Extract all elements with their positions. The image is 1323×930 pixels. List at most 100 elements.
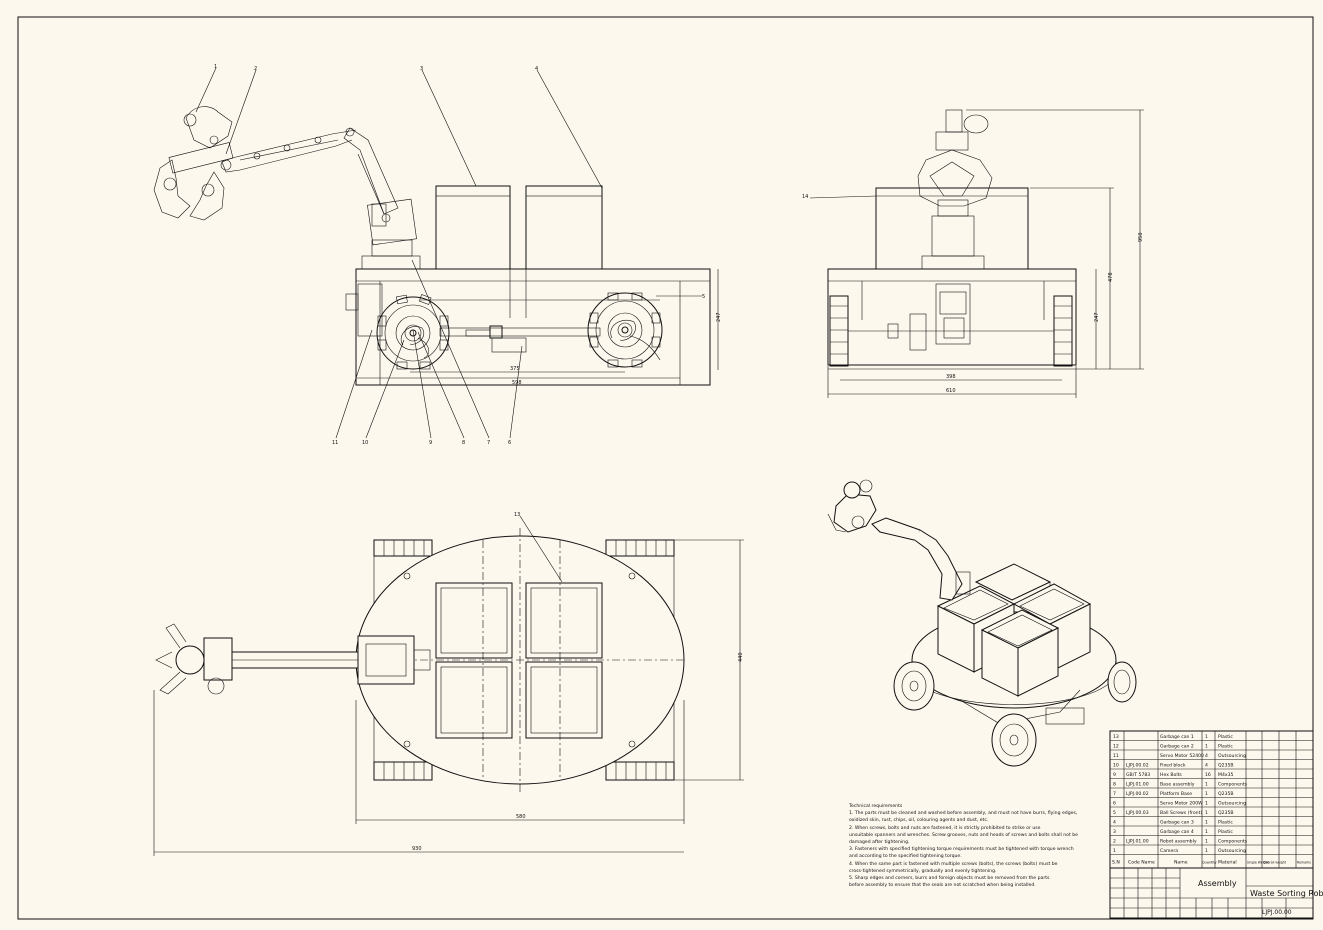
bom-cell-code: LJPJ.01.00 <box>1126 781 1149 787</box>
svg-text:398: 398 <box>946 374 956 380</box>
title-product-name: Waste Sorting Robot <box>1250 889 1323 898</box>
callout-11: 11 <box>332 440 338 446</box>
note-line: 5. Sharp edges and corners, burrs and fo… <box>849 876 1050 882</box>
bom-header-code: Code Name <box>1128 860 1155 866</box>
bom-cell-no: 8 <box>1113 781 1116 787</box>
bom-cell-code: LJPJ.00.03 <box>1126 810 1149 816</box>
bom-header-name: Name <box>1174 860 1188 866</box>
note-line: 3. Fasteners with specified tightening t… <box>849 847 1074 853</box>
callout-9: 9 <box>429 440 432 446</box>
bom-cell-qty: 1 <box>1205 829 1208 835</box>
callout-2: 2 <box>254 66 257 72</box>
callout-13: 13 <box>514 512 520 518</box>
bom-cell-no: 7 <box>1113 791 1116 797</box>
notes-heading: Technical requirements <box>849 804 903 809</box>
sheet-frame <box>17 16 1314 920</box>
bom-cell-code: LJPJ.01.00 <box>1126 838 1149 844</box>
bom-cell-qty: 1 <box>1205 838 1208 844</box>
side-view: 950 478 247 398 610 14 <box>802 109 1144 398</box>
callout-14: 14 <box>802 194 808 200</box>
front-view: 375 598 247 1 2 3 4 5 6 7 8 9 10 11 <box>153 64 722 446</box>
bom-cell-qty: 1 <box>1205 800 1208 806</box>
bom-header-single-weight: Single Weight <box>1247 861 1270 865</box>
bom-cell-no: 13 <box>1113 734 1119 740</box>
bom-cell-no: 6 <box>1113 800 1116 806</box>
bom-cell-mat: Q235B <box>1218 810 1234 816</box>
bom-cell-name: Base assembly <box>1160 781 1195 787</box>
callout-3: 3 <box>420 66 423 72</box>
svg-text:930: 930 <box>412 846 422 852</box>
bom-cell-name: Garbage can 3 <box>1160 819 1194 825</box>
bom-cell-mat: Q235B <box>1218 791 1234 797</box>
bom-cell-no: 3 <box>1113 829 1116 835</box>
title-block: Assembly Waste Sorting Robot LJPJ.00.00 <box>1109 867 1323 919</box>
note-line: cross-tightened symmetrically, gradually… <box>849 868 997 874</box>
bom-cell-no: 5 <box>1113 810 1116 816</box>
bom-cell-qty: 1 <box>1205 781 1208 787</box>
bom-cell-code: LJPJ.00.02 <box>1126 791 1149 797</box>
bom-cell-mat: Outsourcing <box>1218 800 1246 806</box>
bom-cell-mat: Plastic <box>1218 819 1233 825</box>
bom-cell-name: Hex Bolts <box>1160 772 1182 778</box>
bom-cell-mat: Outsourcing <box>1218 848 1246 854</box>
bom-cell-qty: 4 <box>1205 762 1208 768</box>
bom-cell-mat: Components <box>1218 838 1248 844</box>
svg-text:478: 478 <box>1108 272 1114 282</box>
note-line: before assembly to ensure that the seals… <box>849 883 1036 889</box>
bom-cell-no: 9 <box>1113 772 1116 778</box>
bom-cell-mat: Plastic <box>1218 829 1233 835</box>
note-line: 1. The parts must be cleaned and washed … <box>849 811 1078 817</box>
svg-text:580: 580 <box>516 814 526 820</box>
bom-cell-name: Platform Base <box>1160 791 1192 797</box>
bom-cell-no: 4 <box>1113 819 1116 825</box>
note-line: and according to the specified tightenin… <box>849 854 962 860</box>
bom-cell-name: Robot assembly <box>1160 838 1197 844</box>
bom-cell-mat: Outsourcing <box>1218 753 1246 759</box>
note-line: damaged after tightening. <box>849 840 910 846</box>
bom-cell-qty: 1 <box>1205 734 1208 740</box>
bom-cell-qty: 16 <box>1205 772 1211 778</box>
bom-cell-qty: 1 <box>1205 791 1208 797</box>
bom-header-remarks: Remarks <box>1297 861 1311 865</box>
callout-6: 6 <box>508 440 511 446</box>
svg-text:598: 598 <box>512 380 522 386</box>
bom-cell-qty: 4 <box>1205 753 1208 759</box>
bom-cell-name: Garbage can 2 <box>1160 743 1194 749</box>
bom-cell-qty: 1 <box>1205 848 1208 854</box>
callout-7: 7 <box>487 440 490 446</box>
bom-cell-name: Fixed block <box>1160 762 1186 768</box>
bom-header-qty: Quantity <box>1202 861 1217 865</box>
bom-cell-qty: 1 <box>1205 743 1208 749</box>
top-view: 580 930 440 13 <box>153 512 744 856</box>
isometric-view <box>827 479 1137 767</box>
bom-cell-code: GB/T 5783 <box>1126 772 1150 778</box>
bom-cell-name: Ball Screws (front) <box>1160 810 1202 816</box>
bom-cell-mat: Plastic <box>1218 734 1233 740</box>
bom-header-total-weight: Overall weight <box>1263 861 1287 865</box>
bom-cell-mat: Plastic <box>1218 743 1233 749</box>
svg-text:610: 610 <box>946 388 956 394</box>
callout-10: 10 <box>362 440 368 446</box>
bom-cell-name: Camera <box>1160 848 1178 854</box>
bom-cell-no: 2 <box>1113 838 1116 844</box>
bom-cell-no: 10 <box>1113 762 1119 768</box>
bom-cell-no: 1 <box>1113 848 1116 854</box>
bom-header-no: S.N <box>1112 860 1120 866</box>
bom-cell-code: LJPJ.00.02 <box>1126 762 1149 768</box>
note-line: 4. When the same part is fastened with m… <box>849 861 1058 867</box>
title-assembly: Assembly <box>1198 879 1237 888</box>
callout-4: 4 <box>535 66 538 72</box>
bom-header-material: Material <box>1218 860 1237 866</box>
bom-cell-mat: M4x35 <box>1218 772 1234 778</box>
note-line: oxidized skin, rust, chips, oil, colouri… <box>849 818 989 824</box>
bom-cell-name: Garbage can 1 <box>1160 734 1194 740</box>
callout-5: 5 <box>702 294 705 300</box>
bom-cell-name: Servo Motor 200W <box>1160 800 1203 806</box>
title-drawing-number: LJPJ.00.00 <box>1262 909 1292 916</box>
bom-cell-mat: Q235B <box>1218 762 1234 768</box>
svg-text:950: 950 <box>1138 232 1144 242</box>
note-line: unsuitable spanners and wrenches. Screw … <box>849 832 1078 838</box>
bom-cell-name: Garbage can 4 <box>1160 829 1194 835</box>
callout-8: 8 <box>462 440 465 446</box>
